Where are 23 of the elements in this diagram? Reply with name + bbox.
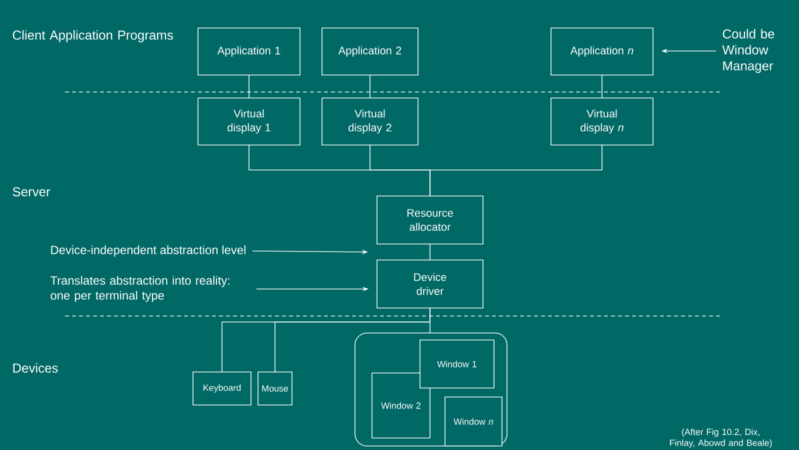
section-label: Devices	[13, 363, 58, 373]
window-box: Window n	[444, 396, 502, 446]
connector-line	[430, 144, 602, 196]
annotation-text: Could be Window Manager	[722, 29, 774, 73]
screen-box	[354, 332, 508, 446]
process-box: Virtual display n	[550, 98, 654, 146]
process-box: Application 2	[322, 28, 418, 76]
section-label: Client Application Programs	[12, 30, 173, 42]
window-box: Window 1	[420, 340, 494, 388]
process-box: Mouse	[258, 372, 292, 406]
process-box: Device driver	[376, 260, 484, 308]
process-box: Application n	[550, 28, 654, 76]
connector-line	[248, 74, 250, 98]
annotation-text: Translates abstraction into reality: one per terminal type	[50, 276, 230, 302]
process-box: Resource allocator	[376, 196, 484, 244]
caption: (After Fig 10.2, Dix, Finlay, Abowd and Beale)	[670, 428, 772, 448]
annotation-text: Device-independent abstraction level	[51, 245, 246, 257]
section-label: Server	[12, 187, 50, 196]
process-box: Keyboard	[192, 372, 252, 406]
process-box: Application 1	[198, 28, 300, 76]
window-box: Window 2	[372, 372, 430, 438]
process-box: Virtual display 2	[322, 98, 418, 146]
process-box: Virtual display 1	[198, 98, 300, 146]
